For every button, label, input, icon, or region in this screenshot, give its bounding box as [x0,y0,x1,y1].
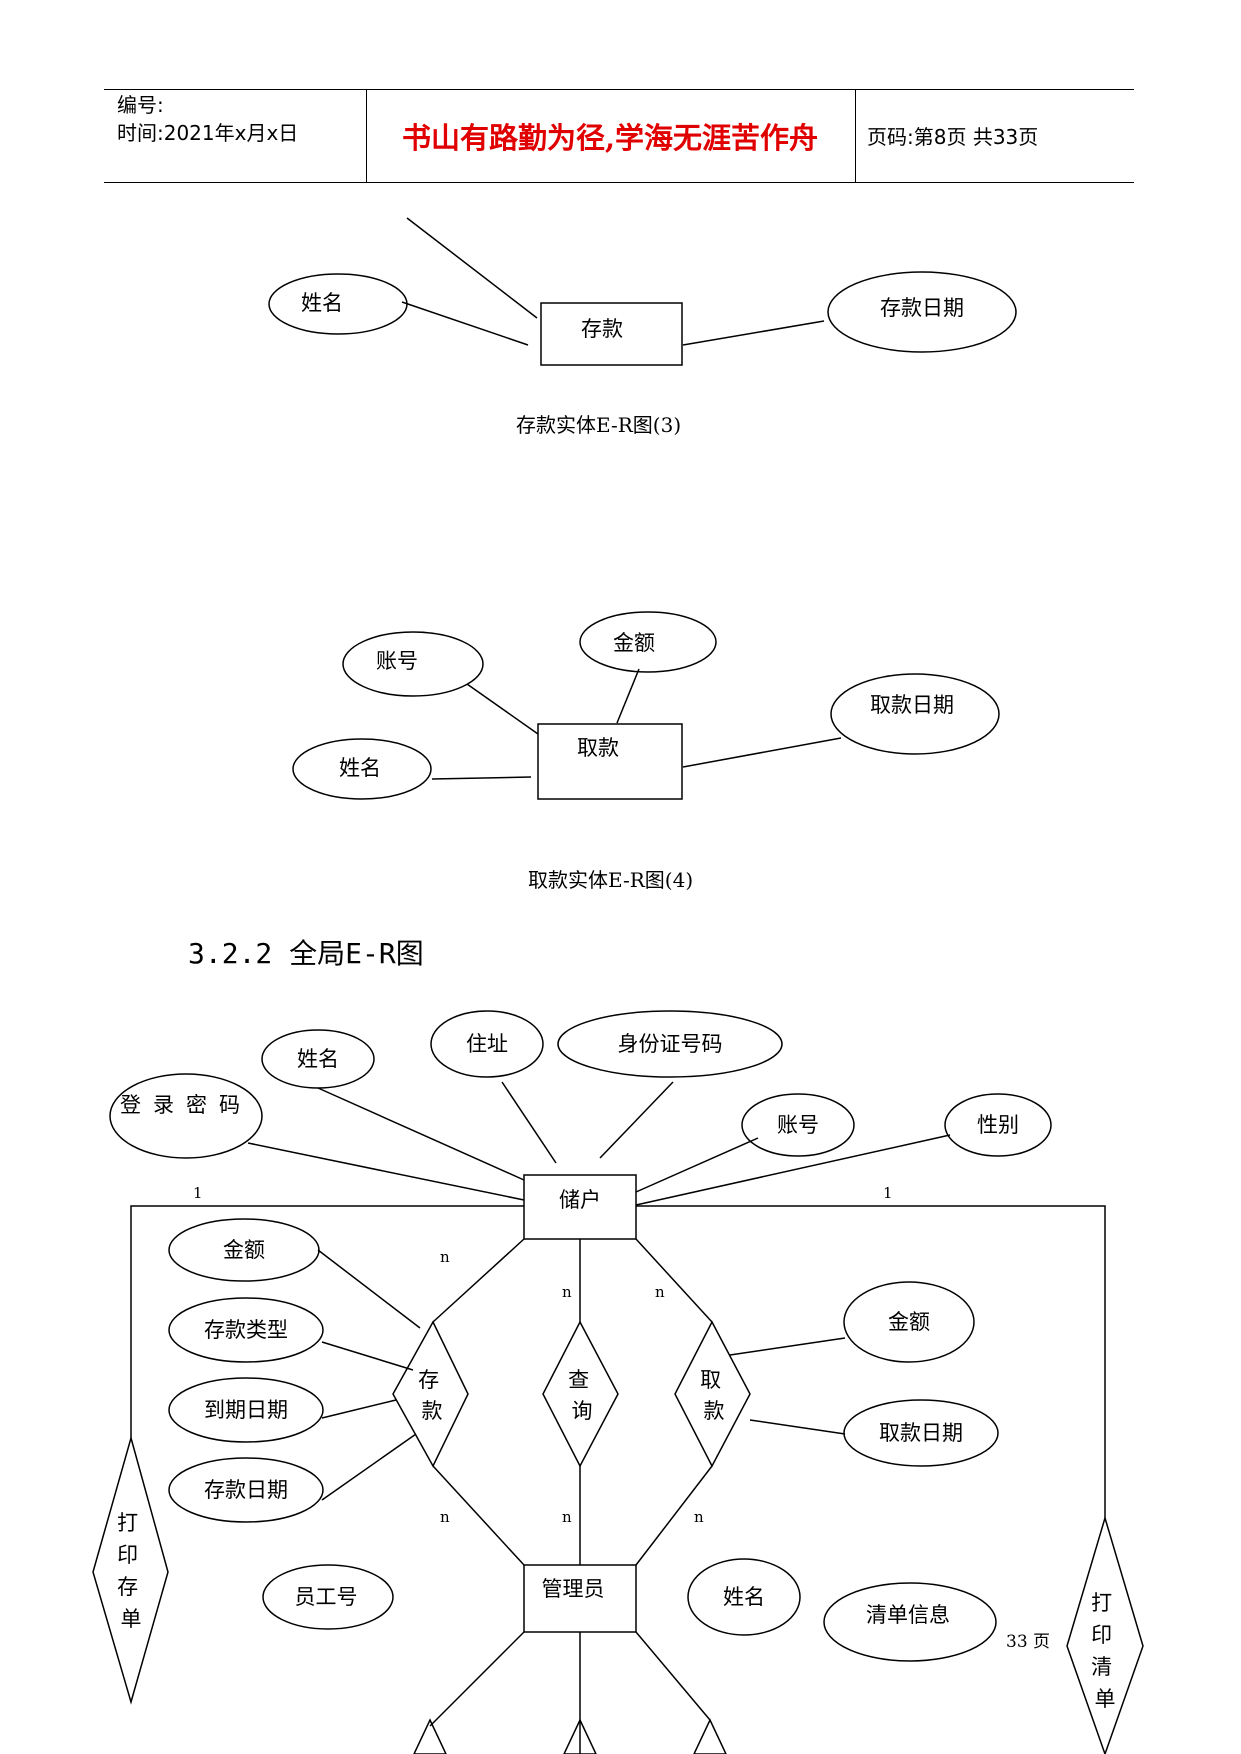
caption-diagram-3: 存款实体E-R图(3) [516,413,682,437]
caption-diagram-4: 取款实体E-R图(4) [528,868,694,892]
header-divider-left [366,90,367,182]
attr-withdraw-date: 取款日期 [879,1421,963,1445]
attr-account: 账号 [777,1113,819,1137]
d4-attr-amount: 金额 [613,631,655,655]
page-footer: 33 页 [1006,1632,1050,1652]
entity-depositor: 储户 [559,1188,601,1212]
rel-deposit: 存 款 [418,1368,446,1423]
attr-id-number: 身份证号码 [618,1032,723,1056]
header-bottom-rule [104,182,1134,183]
attr-deposit-date: 存款日期 [204,1478,288,1502]
header-motto: 书山有路勤为径,学海无涯苦作舟 [401,121,819,155]
card-left-1: 1 [193,1184,203,1202]
header-top-rule [104,89,1134,90]
section-heading: 3.2.2 全局E-R图 [188,937,424,970]
rel-withdraw: 取 款 [700,1368,728,1423]
rel-print-deposit-slip: 打 印 存 单 [117,1511,145,1631]
attr-due-date: 到期日期 [204,1398,288,1422]
attr-list-info: 清单信息 [866,1603,950,1627]
d4-attr-account: 账号 [376,649,418,673]
card-query-top-n: n [562,1283,572,1301]
card-right-1: 1 [883,1184,893,1202]
attr-withdraw-amount: 金额 [888,1310,930,1334]
d4-entity-withdraw: 取款 [577,736,619,760]
card-deposit-bottom-n: n [440,1508,450,1526]
card-withdraw-bottom-n: n [694,1508,704,1526]
attr-deposit-type: 存款类型 [204,1318,288,1342]
card-query-bottom-n: n [562,1508,572,1526]
d4-attr-withdraw-date: 取款日期 [870,693,954,717]
d4-attr-name: 姓名 [339,756,381,780]
attr-address: 住址 [466,1032,508,1056]
header-page-info: 页码:第8页 共33页 [867,125,1039,149]
d3-entity-deposit: 存款 [581,317,623,341]
attr-admin-name: 姓名 [723,1585,765,1609]
attr-employee-id: 员工号 [295,1585,358,1609]
d3-attr-name: 姓名 [301,291,343,315]
attr-login-password: 登录密码 [120,1093,252,1117]
card-withdraw-top-n: n [655,1283,665,1301]
header-number-label: 编号: [117,93,164,117]
entity-admin: 管理员 [542,1577,605,1601]
rel-query: 查 询 [568,1368,596,1423]
attr-gender: 性别 [977,1113,1019,1137]
header-divider-right [855,90,856,182]
attr-deposit-amount: 金额 [223,1238,265,1262]
attr-name: 姓名 [297,1047,339,1071]
header-time-label: 时间:2021年x月x日 [117,121,299,145]
card-deposit-top-n: n [440,1248,450,1266]
d3-attr-deposit-date: 存款日期 [880,296,964,320]
rel-print-list: 打 印 清 单 [1091,1591,1119,1711]
